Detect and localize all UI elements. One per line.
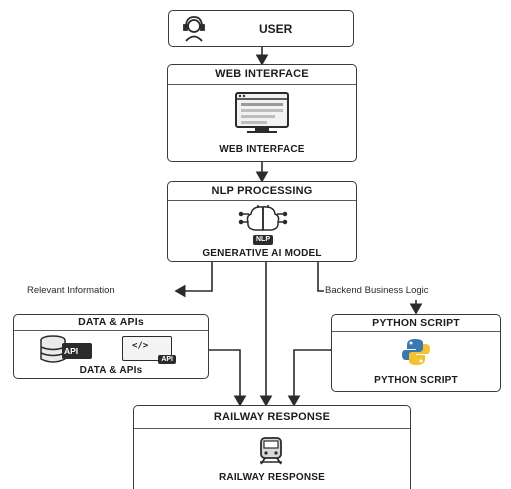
nlp-label: GENERATIVE AI MODEL [202,248,322,259]
data-apis-node: DATA & APIs API </> API DATA & APIs [13,314,209,379]
edge-label-backend-business-logic: Backend Business Logic [325,285,429,296]
nlp-processing-title: NLP PROCESSING [168,182,356,201]
user-title: USER [259,22,293,36]
code-window-icon: </> API [122,336,176,364]
browser-window-icon [235,92,289,133]
data-apis-title: DATA & APIs [14,315,208,331]
nlp-processing-node: NLP PROCESSING NLP GENERATIVE AI MODEL [167,181,357,262]
web-interface-label: WEB INTERFACE [219,144,305,155]
api-text-2: API [158,355,176,364]
edge-nlp-relevant [174,262,213,298]
brain-circuit-icon [238,205,288,231]
headset-user-icon [183,16,205,42]
edge-python-railway [287,343,341,407]
data-apis-label: DATA & APIs [79,365,143,376]
nlp-badge: NLP [253,235,273,245]
python-logo-icon [402,339,430,365]
edge-label-relevant-information: Relevant Information [27,285,115,296]
python-script-label: PYTHON SCRIPT [374,375,458,386]
api-text-1: API [64,346,79,356]
railway-response-label: RAILWAY RESPONSE [218,472,325,483]
code-text: </> [132,341,149,351]
railway-response-node: RAILWAY RESPONSE RAILWAY RESPONSE [133,405,411,489]
user-node: USER [168,10,354,47]
web-interface-node: WEB INTERFACE WEB INTERFACE [167,64,357,162]
python-script-node: PYTHON SCRIPT PYTHON SCRIPT [331,314,501,392]
python-script-title: PYTHON SCRIPT [332,315,500,332]
train-icon [260,437,282,465]
edge-nlp-backend [317,262,324,292]
edge-data-railway [198,343,247,407]
web-interface-title: WEB INTERFACE [168,65,356,85]
database-icon [40,335,92,363]
railway-response-title: RAILWAY RESPONSE [134,406,410,429]
